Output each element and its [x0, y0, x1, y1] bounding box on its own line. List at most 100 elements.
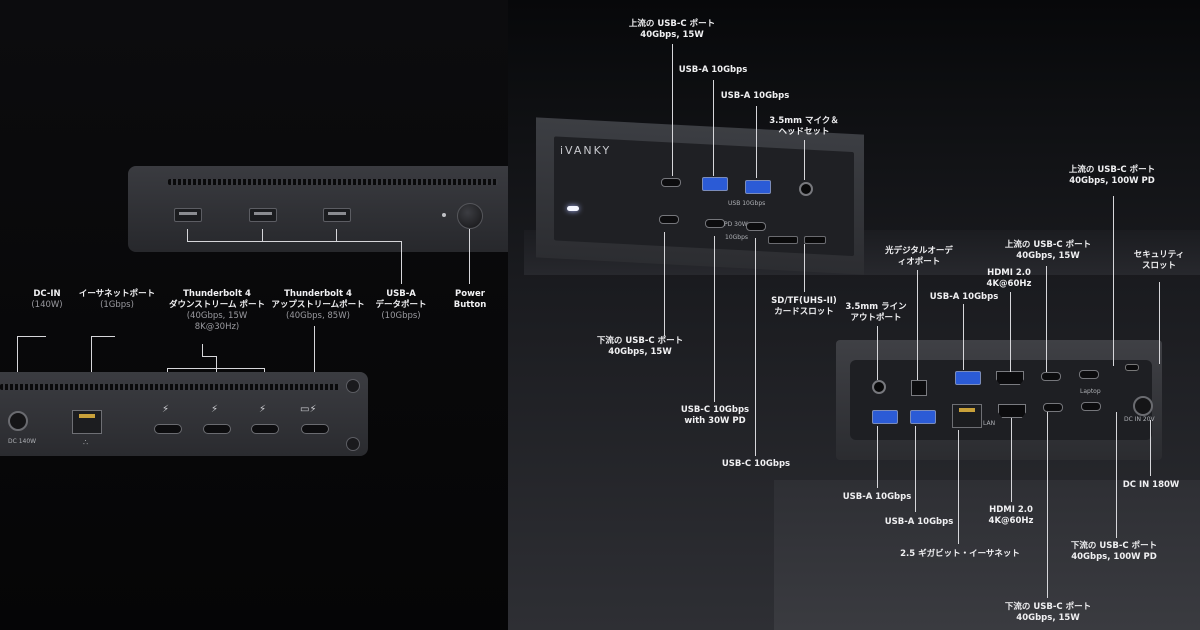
label-line-out: 3.5mm ライン アウトポート [845, 302, 907, 323]
usb-c-downstream-port [659, 215, 679, 224]
usb-c-upstream-port [1041, 372, 1061, 381]
label-usb-a-2: USB-A 10Gbps [720, 91, 790, 101]
leader-line [915, 426, 916, 512]
label-hdmi-top: HDMI 2.0 4K@60Hz [986, 268, 1032, 289]
label-ethernet-port: イーサネットポート (1Gbps) [78, 289, 156, 310]
usb-c-port [705, 219, 725, 228]
display-pedestal [774, 480, 1200, 630]
label-usb-a-rear-bottom-2: USB-A 10Gbps [884, 517, 954, 527]
leader-line [216, 356, 217, 368]
mic-jack [799, 182, 813, 196]
dc-mark: DC 140W [8, 438, 37, 445]
usb-a-port [174, 208, 202, 222]
status-led [567, 206, 579, 211]
security-slot [1125, 364, 1139, 371]
label-upstream-usb-c-rear: 上流の USB-C ポート 40Gbps, 15W [1004, 240, 1092, 261]
label-security-slot: セキュリティ スロット [1133, 250, 1185, 271]
optical-port [911, 380, 927, 396]
usb-c-upstream-port [661, 178, 681, 187]
dc-in-port [8, 411, 28, 431]
tf-card-slot [804, 236, 826, 244]
leader-line [714, 236, 715, 402]
label-dc-in-180w: DC IN 180W [1122, 480, 1180, 490]
leader-line [91, 336, 115, 337]
leader-line [1011, 418, 1012, 502]
leader-line [713, 80, 714, 176]
label-usb-a-rear-top: USB-A 10Gbps [929, 292, 999, 302]
leader-line [877, 326, 878, 380]
usb-a-port [910, 410, 936, 424]
usb-a-port [955, 371, 981, 385]
usb-speed-mark: USB 10Gbps [728, 200, 766, 207]
vent-grille [0, 384, 340, 390]
hdmi-port [996, 371, 1024, 385]
label-sd-card: SD/TF(UHS-II) カードスロット [771, 296, 837, 317]
dock-rear-angled [836, 340, 1162, 460]
vent-grille [168, 179, 498, 185]
usb-c-pd-downstream-port [1081, 402, 1101, 411]
status-led [442, 213, 446, 217]
thunderbolt-icon: ⚡ [259, 404, 267, 415]
leader-line [187, 241, 401, 242]
pd-mark: PD 30W [724, 221, 748, 228]
dc-in-mark: DC IN 20V [1124, 416, 1155, 423]
label-upstream-usb-c-front: 上流の USB-C ポート 40Gbps, 15W [628, 19, 716, 40]
leader-line [1113, 196, 1114, 366]
ethernet-port [72, 410, 102, 434]
leader-line [187, 229, 188, 241]
thunderbolt-icon: ⚡ [162, 404, 170, 415]
leader-line [963, 304, 964, 370]
label-dc-in: DC-IN (140W) [31, 289, 63, 310]
usb-a-port [249, 208, 277, 222]
leader-line [1150, 420, 1151, 476]
leader-line [17, 336, 46, 337]
line-out-jack [872, 380, 886, 394]
power-button [457, 203, 483, 229]
label-upstream-usb-c-pd: 上流の USB-C ポート 40Gbps, 100W PD [1068, 165, 1156, 186]
leader-line [917, 270, 918, 380]
label-downstream-usb-c-front: 下流の USB-C ポート 40Gbps, 15W [596, 336, 684, 357]
left-product-panel: USB-A データポート (10Gbps) Power Button DC-IN… [0, 0, 508, 630]
leader-line [1046, 266, 1047, 372]
usb-c-pd-upstream-port [1079, 370, 1099, 379]
ethernet-25g-port [952, 404, 982, 428]
laptop-thunderbolt-icon: ▭⚡ [300, 404, 317, 415]
label-usb-a-rear-bottom-1: USB-A 10Gbps [842, 492, 912, 502]
label-thunderbolt-downstream: Thunderbolt 4 ダウンストリーム ポート (40Gbps, 15W … [168, 289, 266, 332]
label-usb-c-front: USB-C 10Gbps [721, 459, 791, 469]
leader-line [202, 356, 216, 357]
usb-c-downstream-port [1043, 403, 1063, 412]
label-usb-a-data-port: USB-A データポート (10Gbps) [375, 289, 427, 321]
leader-line [1159, 282, 1160, 364]
thunderbolt-upstream-port [301, 424, 329, 434]
leader-line [958, 430, 959, 544]
leader-line [314, 326, 315, 394]
label-hdmi-bottom: HDMI 2.0 4K@60Hz [988, 505, 1034, 526]
leader-line [1116, 412, 1117, 538]
leader-line [202, 344, 203, 356]
dc-in-port [1133, 396, 1153, 416]
screw-icon [346, 437, 360, 451]
leader-line [336, 229, 337, 241]
label-usb-a-1: USB-A 10Gbps [678, 65, 748, 75]
thunderbolt-port [203, 424, 231, 434]
screw-icon [346, 379, 360, 393]
label-downstream-usb-c-pd: 下流の USB-C ポート 40Gbps, 100W PD [1070, 541, 1158, 562]
usb-a-port [323, 208, 351, 222]
thunderbolt-icon: ⚡ [211, 404, 219, 415]
thunderbolt-port [251, 424, 279, 434]
leader-line [469, 229, 470, 284]
leader-line [262, 229, 263, 241]
leader-line [804, 244, 805, 292]
dock-rear-view [0, 372, 368, 456]
label-mic-headset: 3.5mm マイク＆ ヘッドセット [769, 116, 839, 137]
leader-line [167, 368, 264, 369]
usb-a-port [745, 180, 771, 194]
lan-mark: LAN [983, 420, 996, 427]
dock-front-angled [536, 117, 864, 275]
laptop-mark: Laptop [1080, 388, 1101, 395]
leader-line [756, 106, 757, 178]
leader-line [401, 241, 402, 284]
speed-mark: 10Gbps [725, 234, 749, 241]
leader-line [1010, 292, 1011, 372]
